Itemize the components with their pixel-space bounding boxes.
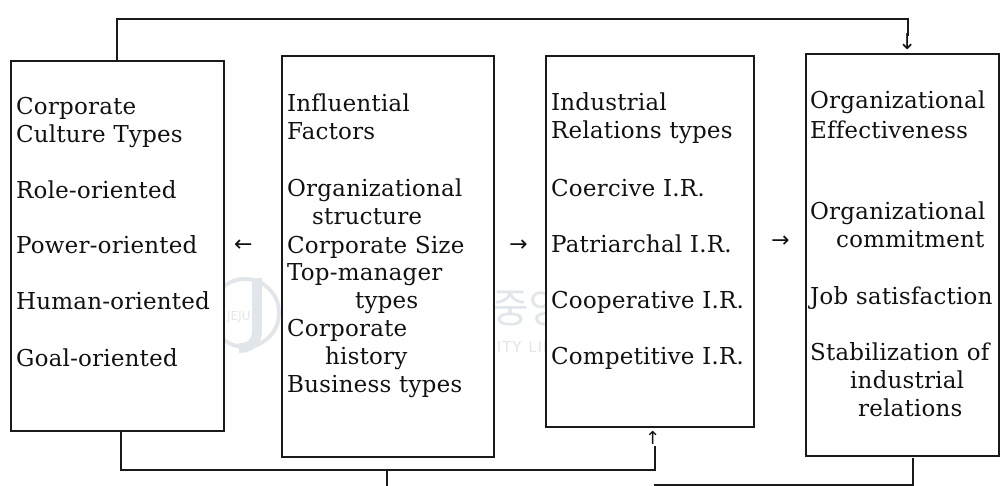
box2-title-line2: Factors bbox=[287, 119, 376, 145]
bottom-feedback-vertical-left bbox=[120, 432, 122, 470]
box3-item-coercive: Coercive I.R. bbox=[551, 176, 705, 202]
box2-line-types: types bbox=[355, 288, 419, 314]
bottom-feedback-vertical-mid bbox=[654, 446, 656, 471]
top-feedback-horizontal bbox=[116, 18, 908, 20]
box2-line-topmanager: Top-manager bbox=[287, 260, 443, 286]
box1-title-line1: Corporate bbox=[16, 94, 137, 120]
box4-line-relations: relations bbox=[858, 396, 963, 422]
box1-item-role: Role-oriented bbox=[16, 178, 177, 204]
industrial-relations-box bbox=[545, 55, 755, 428]
box4-line-commitment: commitment bbox=[836, 227, 985, 253]
box3-item-competitive: Competitive I.R. bbox=[551, 344, 744, 370]
box2-line-business: Business types bbox=[287, 372, 463, 398]
box4-line-org: Organizational bbox=[810, 199, 986, 225]
left-arrow-icon: ← bbox=[234, 232, 253, 257]
influential-factors-box bbox=[281, 55, 495, 458]
box2-line-corporate: Corporate bbox=[287, 316, 408, 342]
box2-line-org: Organizational bbox=[287, 176, 463, 202]
bottom-feedback-vertical-right bbox=[912, 458, 914, 486]
box3-title-line1: Industrial bbox=[551, 90, 667, 116]
box3-item-cooperative: Cooperative I.R. bbox=[551, 288, 745, 314]
organizational-effectiveness-box bbox=[805, 53, 1000, 457]
down-arrow-icon: ↓ bbox=[898, 30, 917, 55]
bottom-feedback-horizontal-mid bbox=[386, 469, 655, 471]
svg-text:JEJU: JEJU bbox=[226, 309, 250, 323]
box2-line-history: history bbox=[325, 344, 408, 370]
box4-title-line1: Organizational bbox=[810, 88, 986, 114]
box4-line-job: Job satisfaction bbox=[810, 284, 993, 310]
box4-title-line2: Effectiveness bbox=[810, 118, 969, 144]
box2-line-size: Corporate Size bbox=[287, 233, 465, 259]
bottom-feedback-stem bbox=[386, 469, 388, 486]
box3-title-line2: Relations types bbox=[551, 118, 733, 144]
bottom-feedback-horizontal-left bbox=[120, 469, 387, 471]
box4-line-industrial: industrial bbox=[850, 368, 965, 394]
box3-item-patriarchal: Patriarchal I.R. bbox=[551, 232, 732, 258]
box1-title-line2: Culture Types bbox=[16, 122, 183, 148]
top-feedback-vertical-left bbox=[116, 18, 118, 60]
right-arrow-icon-2: → bbox=[771, 228, 790, 253]
box1-item-power: Power-oriented bbox=[16, 233, 198, 259]
bottom-feedback-horizontal-right bbox=[654, 484, 914, 486]
top-feedback-vertical-right bbox=[907, 18, 909, 36]
box2-line-structure: structure bbox=[312, 204, 423, 230]
box1-item-human: Human-oriented bbox=[16, 289, 210, 315]
box4-line-stabilization: Stabilization of bbox=[810, 340, 990, 366]
up-arrow-icon: ↑ bbox=[645, 428, 661, 449]
corporate-culture-box bbox=[10, 60, 225, 432]
box2-title-line1: Influential bbox=[287, 91, 410, 117]
right-arrow-icon: → bbox=[509, 232, 528, 257]
box1-item-goal: Goal-oriented bbox=[16, 346, 178, 372]
